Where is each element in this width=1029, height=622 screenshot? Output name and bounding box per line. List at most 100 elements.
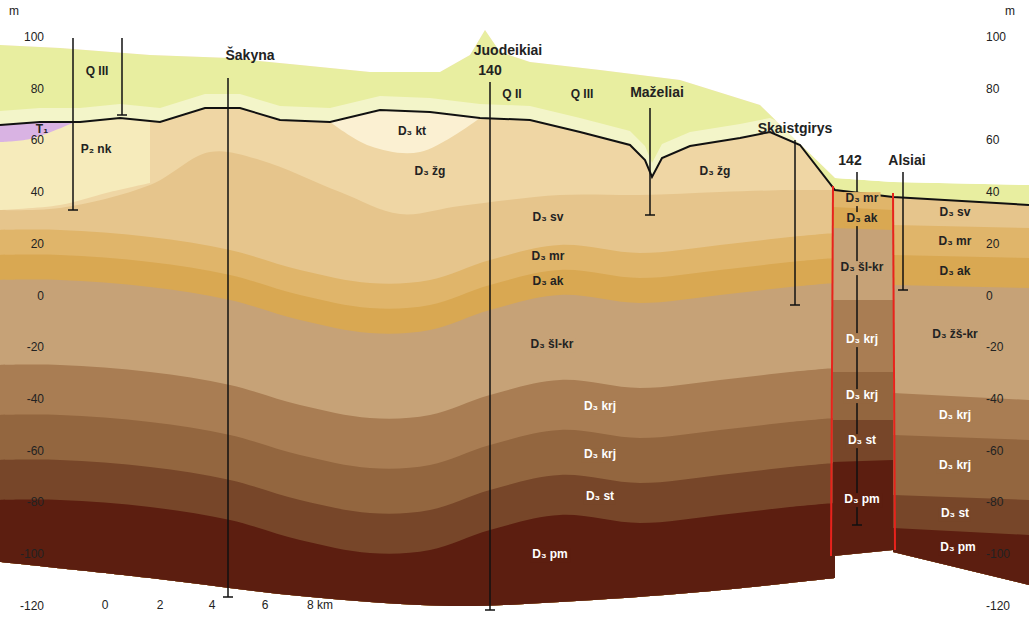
formation-label: D₃ mr <box>530 250 567 264</box>
formation-label: Q II <box>500 88 523 102</box>
scale-label: 6 <box>262 599 269 613</box>
axis-tick: 0 <box>986 290 993 304</box>
formation-label: D₃ pm <box>938 541 978 555</box>
fault-line <box>893 193 895 550</box>
borehole <box>790 140 800 305</box>
place-name: Juodeikiai <box>474 42 542 58</box>
scale-label: 8 km <box>307 599 333 613</box>
axis-tick: -40 <box>27 393 44 407</box>
krj-lower-layer <box>893 435 1029 585</box>
pm-layer <box>0 500 835 606</box>
sl-kr-layer <box>833 228 893 556</box>
formation-label: D₃ žg <box>413 165 448 179</box>
formation-label: D₃ krj <box>582 448 618 462</box>
axis-tick: -60 <box>986 445 1003 459</box>
axis-tick: 60 <box>31 134 44 148</box>
borehole-line <box>794 140 796 305</box>
axis-tick: 100 <box>986 31 1006 45</box>
mr-layer <box>893 225 1029 585</box>
borehole <box>223 78 233 597</box>
pm-layer <box>833 460 893 556</box>
formation-label: D₃ kt <box>396 125 428 139</box>
axis-tick: 0 <box>37 290 44 304</box>
fault-line <box>831 186 833 556</box>
unit-label: m <box>1005 5 1015 19</box>
ak-layer <box>893 255 1029 585</box>
axis-tick: 80 <box>31 83 44 97</box>
formation-label: D₃ st <box>846 434 878 448</box>
axis-tick: -40 <box>986 393 1003 407</box>
borehole-bottom <box>485 609 495 611</box>
axis-tick: -60 <box>27 445 44 459</box>
formation-label: D₃ ak <box>845 212 880 226</box>
borehole-line <box>72 38 74 210</box>
axis-tick: -120 <box>20 600 44 614</box>
borehole-line <box>902 172 904 290</box>
formation-label: D₃ st <box>584 490 616 504</box>
borehole-number: 140 <box>478 62 501 78</box>
formation-label: D₃ sv <box>938 206 973 220</box>
borehole-line <box>227 78 229 597</box>
formation-label: D₃ krj <box>937 409 973 423</box>
axis-tick: -20 <box>986 341 1003 355</box>
formation-label: T₁ <box>34 123 50 137</box>
sky <box>0 0 1029 185</box>
borehole-line <box>121 38 123 115</box>
formation-label: D₃ krj <box>582 400 618 414</box>
krj-lower-layer <box>0 415 835 606</box>
borehole-bottom <box>852 524 862 526</box>
formation-label: D₃ žš-kr <box>930 328 980 342</box>
place-name: Skaistgirys <box>758 120 833 136</box>
krj-lower-layer <box>833 372 893 556</box>
formation-label: D₃ krj <box>937 459 973 473</box>
sv-layer <box>893 193 1029 585</box>
axis-tick: 80 <box>986 83 999 97</box>
axis-tick: -80 <box>27 496 44 510</box>
borehole-number: 142 <box>838 152 861 168</box>
borehole-line <box>489 82 491 610</box>
axis-tick: 60 <box>986 134 999 148</box>
zs-kr-layer <box>893 285 1029 585</box>
place-name: Alsiai <box>888 152 925 168</box>
krj-layer <box>833 300 893 556</box>
sv-layer <box>0 151 835 606</box>
axis-tick: -80 <box>986 496 1003 510</box>
borehole <box>68 38 78 210</box>
mr-layer <box>0 230 835 606</box>
formation-label: D₃ pm <box>530 548 570 562</box>
borehole-bottom <box>223 596 233 598</box>
formation-label: P₂ nk <box>79 143 114 157</box>
st-layer <box>893 495 1029 585</box>
formation-label: D₃ krj <box>844 389 880 403</box>
borehole-bottom <box>117 114 127 116</box>
formation-label: D₃ šl-kr <box>839 261 886 275</box>
scale-label: 0 <box>102 599 109 613</box>
axis-tick: -100 <box>986 548 1010 562</box>
st-layer <box>0 460 835 606</box>
krj-layer <box>893 393 1029 585</box>
borehole <box>117 38 127 115</box>
quaternary-base-line <box>0 108 1029 205</box>
formation-label: D₃ ak <box>938 265 973 279</box>
formation-label: D₃ šl-kr <box>529 338 576 352</box>
formation-label: D₃ st <box>939 507 971 521</box>
formation-label: Q III <box>84 65 111 79</box>
axis-tick: -100 <box>20 548 44 562</box>
axis-tick: 40 <box>986 186 999 200</box>
axis-tick: 40 <box>31 186 44 200</box>
axis-tick: 100 <box>24 31 44 45</box>
axis-tick: 20 <box>986 238 999 252</box>
formation-label: D₃ žg <box>698 165 733 179</box>
krj-layer <box>0 365 835 606</box>
pm-layer <box>893 528 1029 585</box>
place-name: Maželiai <box>630 84 684 100</box>
quaternary-lower-band <box>0 94 800 177</box>
axis-tick: -120 <box>986 600 1010 614</box>
st-layer <box>833 420 893 556</box>
formation-label: D₃ ak <box>531 275 566 289</box>
formation-label: D₃ krj <box>844 333 880 347</box>
borehole <box>898 172 908 290</box>
axis-tick: -20 <box>27 341 44 355</box>
formation-label: D₃ mr <box>844 192 881 206</box>
borehole-bottom <box>68 209 78 211</box>
